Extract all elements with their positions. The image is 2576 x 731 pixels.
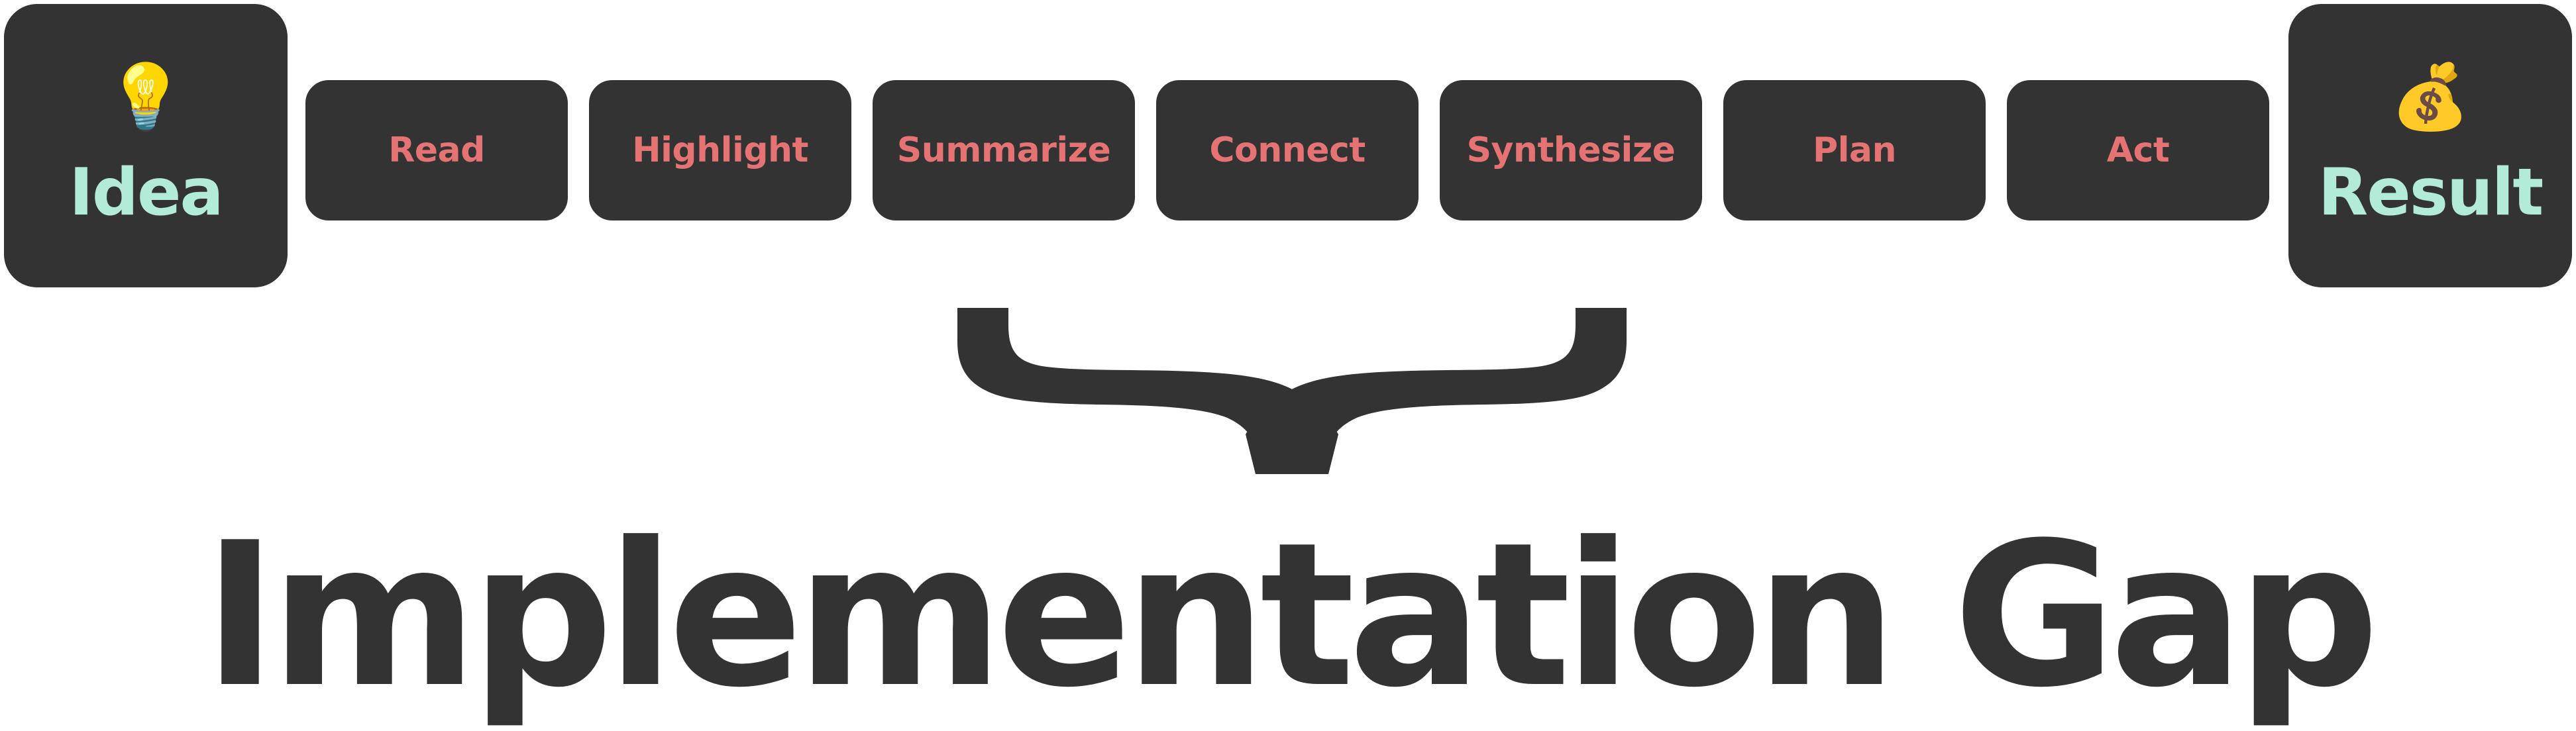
step-label: Highlight — [632, 130, 808, 170]
result-box: 💰 Result — [2284, 0, 2576, 291]
step-synthesize: Synthesize — [1436, 77, 1705, 224]
gap-title: Implementation Gap — [203, 500, 2380, 731]
step-highlight: Highlight — [586, 77, 855, 224]
step-label: Plan — [1812, 130, 1897, 170]
curly-brace-icon — [957, 308, 1627, 474]
step-label: Read — [388, 130, 485, 170]
step-label: Act — [2106, 130, 2170, 170]
lightbulb-icon: 💡 — [106, 60, 186, 134]
step-label: Connect — [1209, 130, 1366, 170]
step-summarize: Summarize — [869, 77, 1138, 224]
step-label: Summarize — [896, 130, 1111, 170]
result-label: Result — [2318, 155, 2544, 230]
step-read: Read — [302, 77, 571, 224]
money-bag-icon: 💰 — [2390, 60, 2470, 134]
idea-box: 💡 Idea — [0, 0, 292, 291]
idea-label: Idea — [69, 155, 223, 230]
step-plan: Plan — [1720, 77, 1989, 224]
step-connect: Connect — [1153, 77, 1422, 224]
step-label: Synthesize — [1466, 130, 1676, 170]
step-act: Act — [2004, 77, 2273, 224]
